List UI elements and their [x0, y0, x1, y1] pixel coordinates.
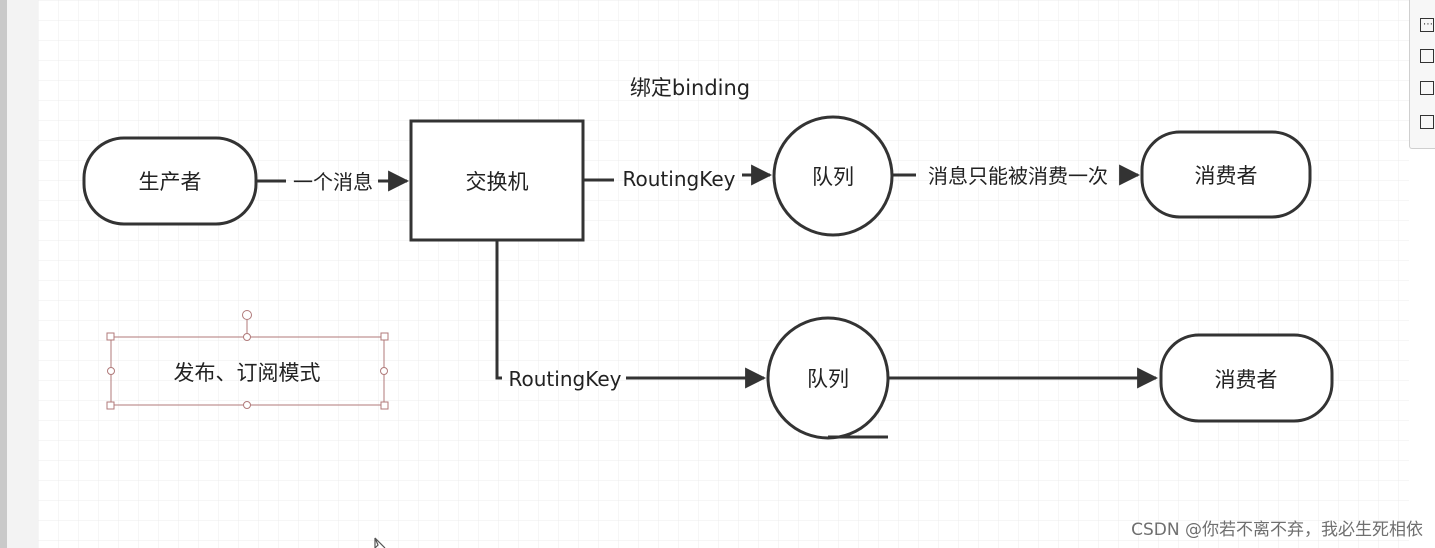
right-toolbar: ⋯ — [1409, 0, 1435, 149]
selected-text-label: 发布、订阅模式 — [174, 361, 321, 385]
edge-producer-exchange-label: 一个消息 — [293, 170, 373, 194]
resize-handle-nw[interactable] — [106, 332, 115, 341]
selected-text-box[interactable]: 发布、订阅模式 — [106, 310, 389, 410]
resize-handle-ne[interactable] — [380, 332, 389, 341]
csdn-watermark: CSDN @你若不离不弃，我必生死相依 — [1131, 520, 1423, 540]
consumer-top-label: 消费者 — [1195, 164, 1258, 188]
edge-queue-consumer-top[interactable]: 消息只能被消费一次 — [892, 164, 1141, 188]
resize-handle-w[interactable] — [107, 367, 115, 375]
resize-handle-sw[interactable] — [106, 401, 115, 410]
resize-handle-s[interactable] — [243, 401, 251, 409]
page-icon[interactable] — [1420, 115, 1434, 129]
routing-key-top-label: RoutingKey — [623, 167, 736, 191]
consumer-bottom-node[interactable]: 消费者 — [1159, 333, 1334, 423]
edge-exchange-queue-bottom[interactable]: RoutingKey — [495, 240, 767, 391]
resize-handle-e[interactable] — [380, 367, 388, 375]
exchange-node[interactable]: 交换机 — [409, 119, 585, 242]
queue-top-node[interactable]: 队列 — [772, 115, 894, 237]
routing-key-bottom-label: RoutingKey — [509, 367, 622, 391]
consumer-top-node[interactable]: 消费者 — [1140, 130, 1312, 219]
binding-label: 绑定binding — [630, 76, 750, 100]
consumer-bottom-label: 消费者 — [1215, 368, 1278, 392]
left-panel-edge — [0, 0, 7, 548]
queue-top-label: 队列 — [812, 165, 854, 189]
producer-label: 生产者 — [139, 170, 202, 194]
mouse-cursor-icon — [374, 537, 386, 548]
resize-handle-se[interactable] — [380, 401, 389, 410]
edge-producer-exchange[interactable]: 一个消息 — [256, 170, 410, 194]
exchange-label: 交换机 — [466, 170, 529, 194]
frame-icon[interactable] — [1420, 81, 1434, 95]
calendar-icon[interactable] — [1420, 49, 1434, 63]
edge-exchange-queue-top[interactable]: RoutingKey — [583, 164, 773, 191]
queue-bottom-node[interactable]: 队列 — [766, 316, 890, 440]
resize-handle-n[interactable] — [243, 333, 251, 341]
edge-queue-consumer-top-label: 消息只能被消费一次 — [928, 164, 1108, 188]
grid-background — [38, 0, 1409, 548]
queue-bottom-label: 队列 — [807, 367, 849, 391]
rotate-handle[interactable] — [242, 310, 252, 320]
format-icon[interactable]: ⋯ — [1420, 18, 1434, 32]
producer-node[interactable]: 生产者 — [82, 136, 258, 226]
